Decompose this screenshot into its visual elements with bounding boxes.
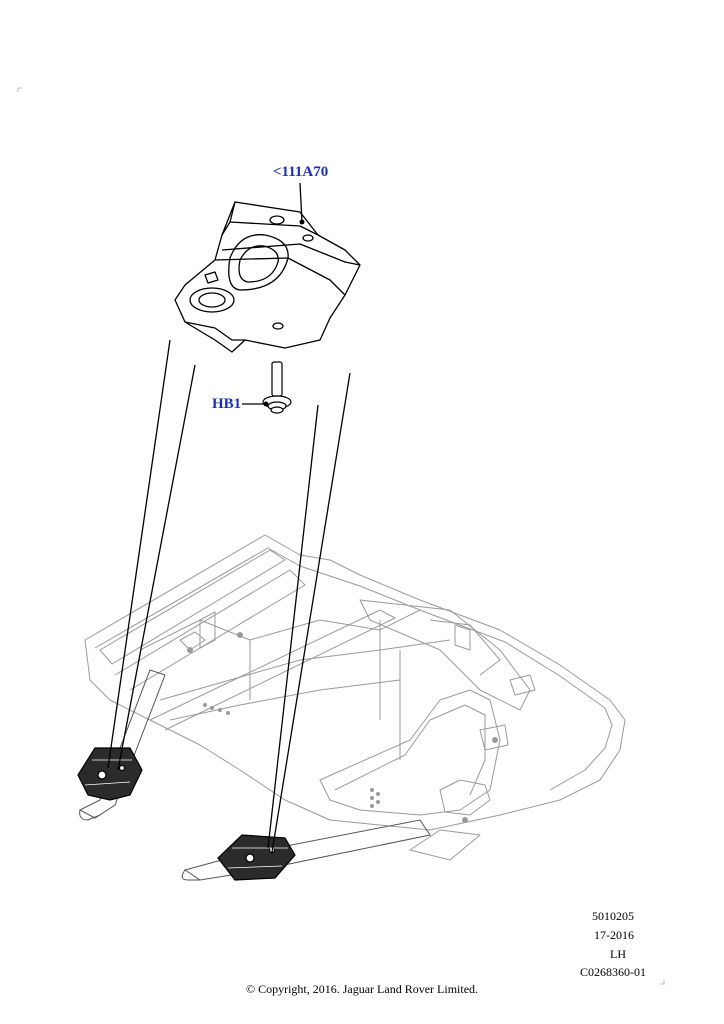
seat-frame <box>84 534 626 861</box>
heat-shield-right <box>217 834 296 881</box>
meta-year: 17-2016 <box>594 928 634 942</box>
fastener-bolt <box>262 361 292 414</box>
copyright-notice: © Copyright, 2016. Jaguar Land Rover Lim… <box>245 982 479 996</box>
leader-lines <box>107 182 351 853</box>
seat-slider-right <box>181 819 431 881</box>
seat-slider-left <box>78 669 166 821</box>
meta-side: LH <box>610 947 626 961</box>
meta-illustration-id: C0268360-01 <box>580 965 646 979</box>
heat-shield-left <box>77 747 143 801</box>
callout-part-hb1[interactable]: HB1 <box>212 396 242 412</box>
heat-shield-part <box>174 201 361 353</box>
callout-part-111a70[interactable]: <111A70 <box>273 164 329 180</box>
meta-code: 5010205 <box>592 909 634 923</box>
